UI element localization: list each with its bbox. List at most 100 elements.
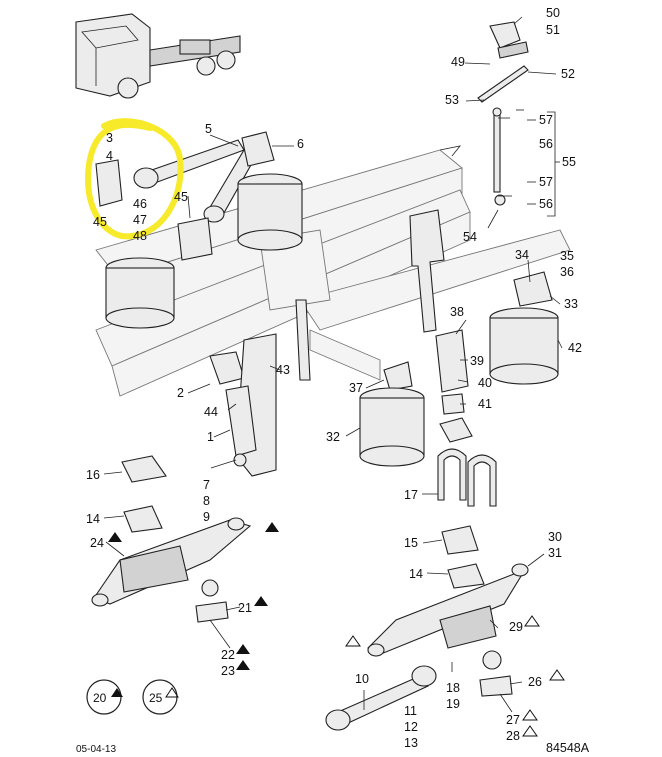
callout-54: 54 [463, 230, 477, 244]
callout-27: 27 [506, 713, 520, 727]
callout-48: 48 [133, 229, 147, 243]
callout-35: 35 [560, 249, 574, 263]
bracket-33 [513, 271, 553, 307]
callout-10: 10 [355, 672, 369, 686]
callout-44: 44 [204, 405, 218, 419]
callouts: 3 4 5 6 45 45 46 47 48 50 51 49 52 53 57… [86, 6, 582, 750]
callout-32: 32 [326, 430, 340, 444]
callout-23: 23 [221, 664, 235, 678]
leaf-spring-left [91, 455, 252, 607]
air-spring-32 [359, 387, 425, 467]
callout-22: 22 [221, 648, 235, 662]
callout-13: 13 [404, 736, 418, 750]
air-spring-42 [489, 307, 559, 385]
bracket-45-left [95, 159, 123, 207]
callout-45a: 45 [93, 215, 107, 229]
bracket-right-frame [409, 209, 445, 333]
callout-24: 24 [90, 536, 104, 550]
filled-triangle-icon [254, 596, 268, 606]
bracket-38 [435, 329, 469, 393]
callout-38: 38 [450, 305, 464, 319]
callout-28: 28 [506, 729, 520, 743]
open-triangle-icon [522, 709, 538, 721]
open-triangle-icon [549, 669, 565, 681]
callout-46: 46 [133, 197, 147, 211]
ref-badge-25: 25 [142, 679, 179, 715]
callout-42: 42 [568, 341, 582, 355]
filled-triangle-icon [236, 660, 250, 670]
callout-33: 33 [564, 297, 578, 311]
leader-lines [103, 16, 563, 713]
callout-30: 30 [548, 530, 562, 544]
callout-6: 6 [297, 137, 304, 151]
callout-8: 8 [203, 494, 210, 508]
callout-36: 36 [560, 265, 574, 279]
callout-45b: 45 [174, 190, 188, 204]
bracket-41 [441, 393, 465, 415]
plate-41 [439, 417, 473, 443]
reference-marks [108, 522, 565, 737]
callout-57b: 57 [539, 175, 553, 189]
callout-57a: 57 [539, 113, 553, 127]
torque-rod-lower [325, 665, 437, 731]
callout-53: 53 [445, 93, 459, 107]
air-spring-left [105, 257, 175, 329]
callout-49: 49 [451, 55, 465, 69]
bracket-37 [383, 361, 413, 391]
callout-51: 51 [546, 23, 560, 37]
truck-thumbnail [75, 13, 241, 99]
callout-47: 47 [133, 213, 147, 227]
callout-16: 16 [86, 468, 100, 482]
callout-15: 15 [404, 536, 418, 550]
ref-badge-20: 20 [86, 679, 123, 715]
bushing-26 [479, 650, 513, 697]
diagram-date: 05-04-13 [76, 744, 116, 755]
leveling-valve [477, 21, 529, 206]
bracket-45-right [177, 217, 213, 261]
callout-9: 9 [203, 510, 210, 524]
open-triangle-icon [522, 725, 538, 737]
ref-badge-25-label: 25 [149, 691, 163, 705]
callout-39: 39 [470, 354, 484, 368]
callout-1: 1 [207, 430, 214, 444]
callout-12: 12 [404, 720, 418, 734]
callout-17: 17 [404, 488, 418, 502]
callout-52: 52 [561, 67, 575, 81]
bushing-21 [195, 579, 229, 623]
callout-5: 5 [205, 122, 212, 136]
callout-55: 55 [562, 155, 576, 169]
filled-triangle-icon [236, 644, 250, 654]
callout-29: 29 [509, 620, 523, 634]
filled-triangle-icon [108, 532, 122, 542]
u-bolt-17 [437, 448, 497, 507]
filled-triangle-icon [111, 688, 123, 697]
callout-56a: 56 [539, 137, 553, 151]
callout-21: 21 [238, 601, 252, 615]
filled-triangle-icon [265, 522, 279, 532]
rod-43 [295, 299, 311, 381]
callout-14b: 14 [409, 567, 423, 581]
callout-31: 31 [548, 546, 562, 560]
air-spring-top [237, 173, 303, 251]
diagram-id: 84548A [546, 741, 590, 755]
callout-4: 4 [106, 149, 113, 163]
callout-18: 18 [446, 681, 460, 695]
leaf-spring-right [367, 525, 529, 657]
callout-7: 7 [203, 478, 210, 492]
callout-56b: 56 [539, 197, 553, 211]
callout-14a: 14 [86, 512, 100, 526]
callout-50: 50 [546, 6, 560, 20]
callout-11: 11 [404, 704, 417, 718]
callout-19: 19 [446, 697, 460, 711]
callout-26: 26 [528, 675, 542, 689]
callout-41: 41 [478, 397, 492, 411]
open-triangle-icon [524, 615, 540, 627]
open-triangle-icon [165, 687, 179, 698]
open-triangle-icon [345, 635, 361, 647]
callout-40: 40 [478, 376, 492, 390]
v-rod-assembly [133, 131, 275, 223]
callout-37: 37 [349, 381, 363, 395]
spring-hanger-left [209, 333, 277, 477]
highlight-circle [84, 118, 184, 240]
callout-43: 43 [276, 363, 290, 377]
